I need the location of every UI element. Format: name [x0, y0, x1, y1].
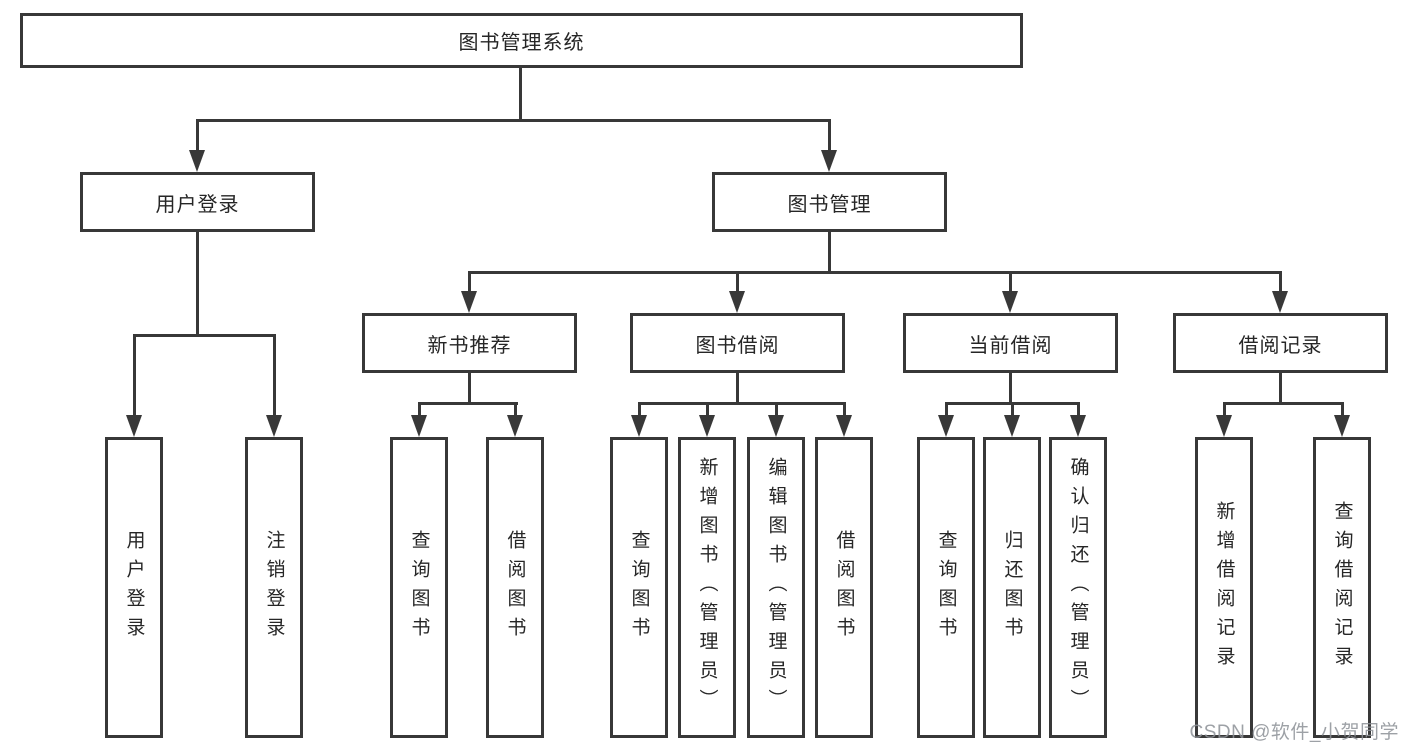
connector-line [1009, 373, 1012, 405]
leaf-borrow-books-recommend: 借阅图书 [486, 437, 544, 738]
arrowhead-down-icon [189, 150, 205, 172]
arrowhead-down-icon [507, 415, 523, 437]
leaf-label: 借阅图书 [504, 529, 526, 646]
node-new-book-recommend: 新书推荐 [362, 313, 577, 373]
leaf-query-books-recommend: 查询图书 [390, 437, 448, 738]
node-borrow-records: 借阅记录 [1173, 313, 1388, 373]
leaf-return-books: 归还图书 [983, 437, 1041, 738]
arrowhead-down-icon [126, 415, 142, 437]
leaf-label: 查询图书 [408, 529, 430, 646]
leaf-label: 用户登录 [123, 529, 145, 646]
arrowhead-down-icon [821, 150, 837, 172]
connector-line [196, 232, 199, 337]
connector-line [468, 373, 471, 405]
connector-line [1009, 271, 1012, 293]
arrowhead-down-icon [1272, 291, 1288, 313]
node-borrow-records-label: 借阅记录 [1238, 334, 1323, 357]
arrowhead-down-icon [836, 415, 852, 437]
leaf-label: 查询图书 [628, 529, 650, 646]
node-book-management-module: 图书管理 [712, 172, 947, 232]
arrowhead-down-icon [266, 415, 282, 437]
connector-line [706, 402, 709, 417]
leaf-query-books-borrow: 查询图书 [610, 437, 668, 738]
connector-line [736, 271, 739, 293]
leaf-label: 确认归还（管理员） [1067, 457, 1089, 718]
arrowhead-down-icon [1216, 415, 1232, 437]
leaf-label: 归还图书 [1001, 529, 1023, 646]
connector-line [273, 334, 276, 417]
node-book-borrow: 图书借阅 [630, 313, 845, 373]
connector-line [1011, 402, 1014, 417]
connector-line [196, 119, 199, 153]
node-book-borrow-label: 图书借阅 [695, 334, 780, 357]
leaf-label: 注销登录 [263, 529, 285, 646]
connector-line [843, 402, 846, 417]
node-new-book-recommend-label: 新书推荐 [427, 334, 512, 357]
leaf-label: 新增借阅记录 [1213, 500, 1235, 675]
arrowhead-down-icon [631, 415, 647, 437]
arrowhead-down-icon [729, 291, 745, 313]
connector-line [1279, 373, 1282, 405]
connector-line [828, 232, 831, 274]
arrowhead-down-icon [1004, 415, 1020, 437]
leaf-borrow-books: 借阅图书 [815, 437, 873, 738]
connector-line [638, 402, 641, 417]
arrowhead-down-icon [768, 415, 784, 437]
node-library-system-label: 图书管理系统 [458, 32, 585, 54]
leaf-add-books-admin: 新增图书（管理员） [678, 437, 736, 738]
connector-line [1279, 271, 1282, 293]
node-user-login-module: 用户登录 [80, 172, 315, 232]
leaf-label: 借阅图书 [833, 529, 855, 646]
connector-line [828, 119, 831, 153]
connector-line [1223, 402, 1226, 417]
connector-line [418, 402, 421, 417]
leaf-label: 编辑图书（管理员） [765, 457, 787, 718]
connector-line [1223, 402, 1344, 405]
leaf-add-borrow-record: 新增借阅记录 [1195, 437, 1253, 738]
arrowhead-down-icon [411, 415, 427, 437]
arrowhead-down-icon [1334, 415, 1350, 437]
connector-line [945, 402, 948, 417]
leaf-logout: 注销登录 [245, 437, 303, 738]
arrowhead-down-icon [461, 291, 477, 313]
node-current-borrow: 当前借阅 [903, 313, 1118, 373]
connector-line [469, 271, 1282, 274]
connector-line [736, 373, 739, 405]
connector-line [638, 402, 845, 405]
connector-line [519, 67, 522, 121]
connector-line [196, 119, 831, 122]
arrowhead-down-icon [1070, 415, 1086, 437]
arrowhead-down-icon [1002, 291, 1018, 313]
connector-line [133, 334, 136, 417]
leaf-query-books-current: 查询图书 [917, 437, 975, 738]
node-user-login-module-label: 用户登录 [155, 193, 240, 216]
node-library-system: 图书管理系统 [20, 13, 1023, 68]
leaf-label: 查询借阅记录 [1331, 500, 1353, 675]
csdn-watermark: CSDN @软件_小贺同学 [1189, 722, 1399, 743]
leaf-confirm-return-admin: 确认归还（管理员） [1049, 437, 1107, 738]
connector-line [775, 402, 778, 417]
node-book-management-module-label: 图书管理 [787, 193, 872, 216]
leaf-query-borrow-record: 查询借阅记录 [1313, 437, 1371, 738]
connector-line [1077, 402, 1080, 417]
connector-line [418, 402, 518, 405]
node-current-borrow-label: 当前借阅 [968, 334, 1053, 357]
leaf-user-login: 用户登录 [105, 437, 163, 738]
connector-line [468, 271, 471, 293]
connector-line [133, 334, 276, 337]
connector-line [1341, 402, 1344, 417]
leaf-label: 查询图书 [935, 529, 957, 646]
connector-line [514, 402, 517, 417]
arrowhead-down-icon [938, 415, 954, 437]
leaf-label: 新增图书（管理员） [696, 457, 718, 718]
leaf-edit-books-admin: 编辑图书（管理员） [747, 437, 805, 738]
arrowhead-down-icon [699, 415, 715, 437]
